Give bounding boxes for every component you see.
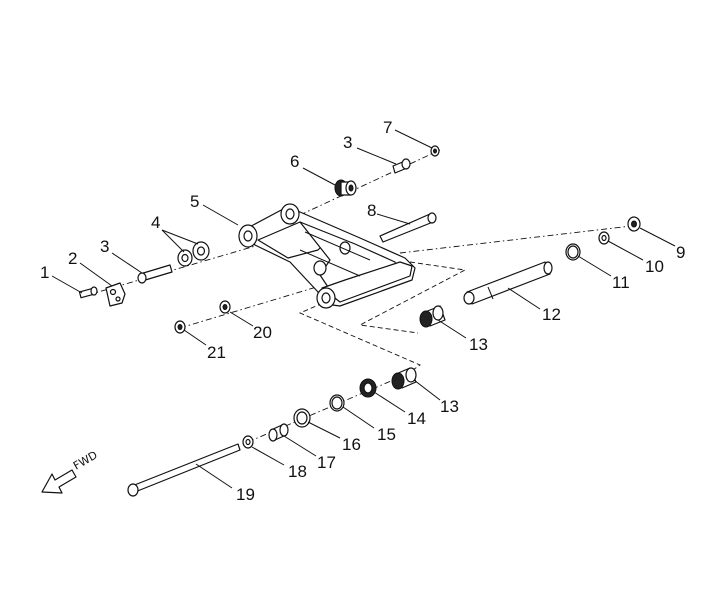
callout-16: 16 [342, 435, 361, 454]
callout-5: 5 [190, 192, 199, 211]
part-washer-10 [598, 231, 610, 245]
part-ring-11 [565, 243, 581, 261]
part-swing-arm-5 [238, 203, 416, 309]
part-bolt-3-left [137, 264, 173, 284]
part-nut-9 [627, 216, 641, 232]
callout-3-left: 3 [100, 237, 109, 256]
callout-8: 8 [367, 201, 376, 220]
part-collar-17 [268, 423, 289, 442]
callout-7: 7 [383, 118, 392, 137]
part-shaft-12 [463, 261, 553, 305]
part-washer-18 [242, 435, 254, 449]
callout-10: 10 [645, 257, 664, 276]
part-ring-16 [293, 408, 311, 428]
part-axle-19 [127, 443, 241, 497]
callout-3-top: 3 [343, 133, 352, 152]
callout-12: 12 [542, 305, 561, 324]
leader-lines [51, 129, 676, 489]
callout-11: 11 [612, 273, 630, 292]
part-nut-21 [174, 320, 186, 334]
callout-9: 9 [676, 243, 685, 262]
callout-14: 14 [407, 409, 426, 428]
part-sleeve-13-lower [391, 367, 417, 390]
callout-2: 2 [68, 249, 77, 268]
part-ring-15 [329, 394, 345, 412]
callout-20: 20 [253, 323, 272, 342]
part-bolt-1 [78, 286, 98, 299]
callout-13-lower: 13 [440, 397, 459, 416]
part-sleeve-13-upper [419, 305, 446, 328]
part-bracket-2 [105, 282, 126, 307]
part-nut-20 [219, 300, 231, 314]
callout-17: 17 [317, 453, 336, 472]
part-bushing-6 [334, 179, 357, 197]
callout-13-upper: 13 [469, 335, 488, 354]
callout-6: 6 [290, 152, 299, 171]
callout-4: 4 [151, 213, 160, 232]
part-bearing-14 [359, 378, 377, 398]
forward-direction-indicator: FWD [41, 448, 100, 494]
part-nut-7 [430, 145, 440, 157]
direction-label: FWD [71, 448, 100, 472]
callout-1: 1 [40, 263, 49, 282]
arrow-left-icon [41, 469, 77, 494]
callout-19: 19 [236, 485, 255, 504]
callout-15: 15 [377, 425, 396, 444]
part-bolt-3-top [392, 158, 411, 174]
callout-18: 18 [288, 462, 307, 481]
callout-numbers: 1 2 3 3 4 5 6 7 8 9 10 11 12 13 13 14 15… [40, 118, 685, 504]
part-pin-8 [379, 212, 437, 243]
callout-21: 21 [207, 343, 226, 362]
part-washers-4 [177, 241, 210, 267]
